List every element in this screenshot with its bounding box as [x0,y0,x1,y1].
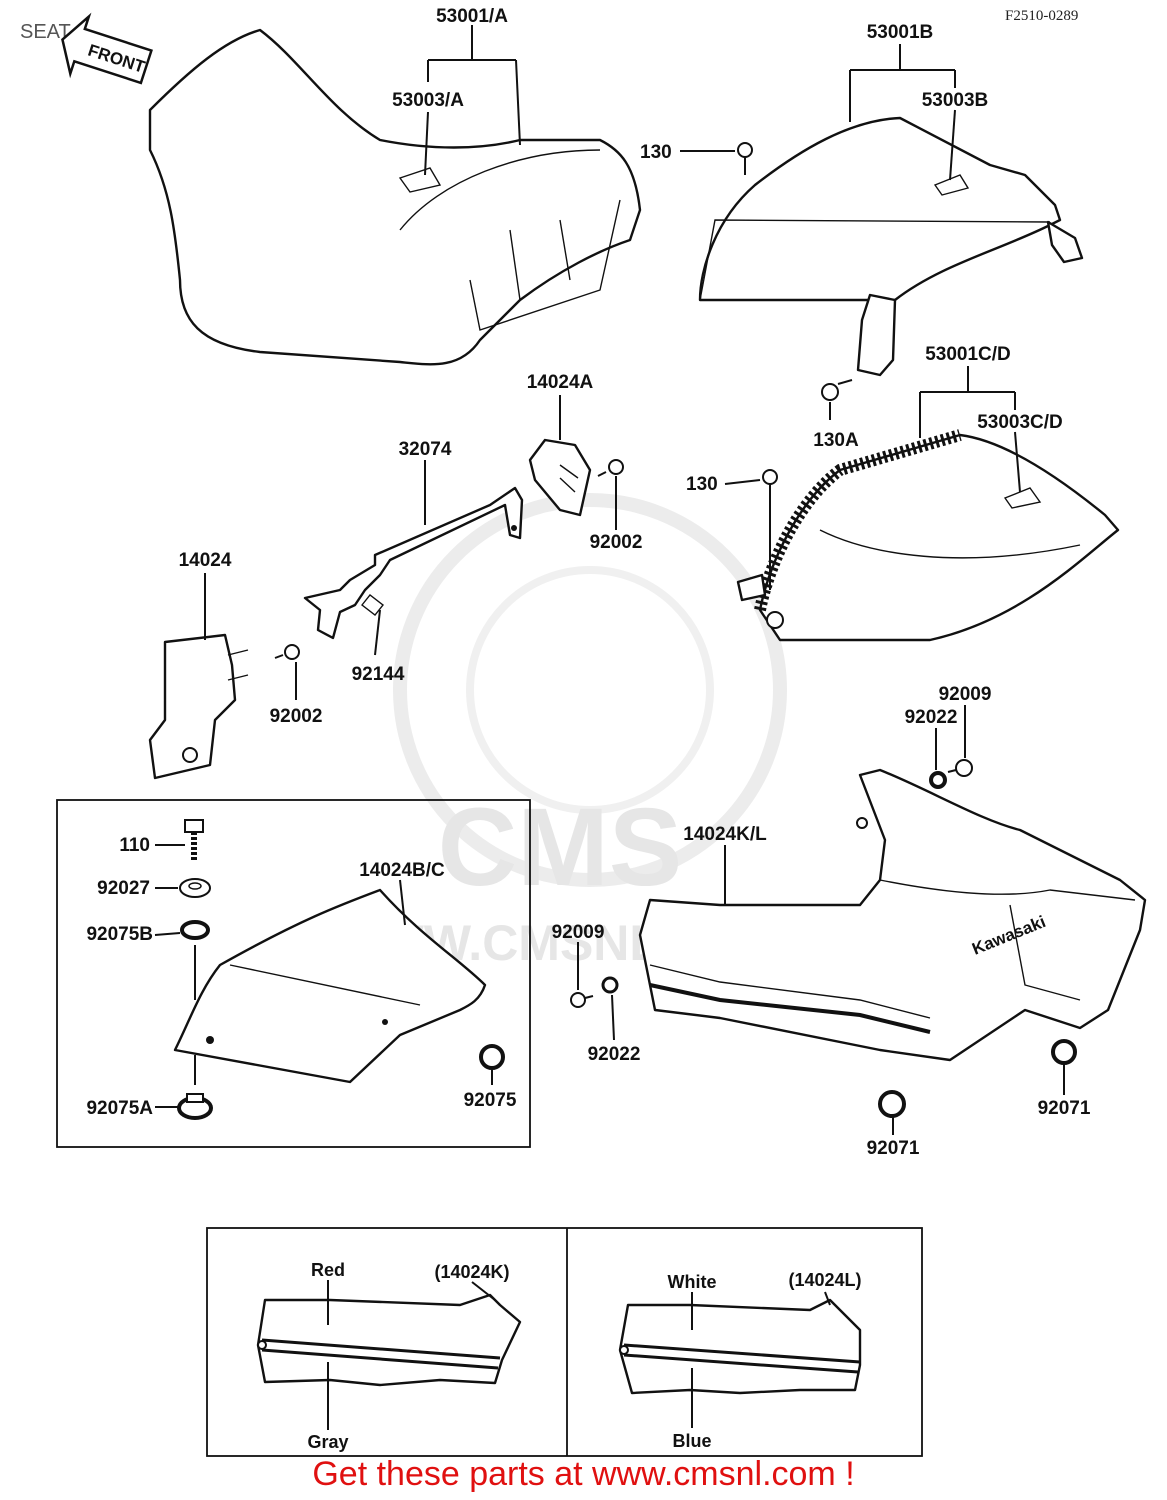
washer-92022-lower [601,976,619,994]
variant-right-part: (14024L) [788,1270,861,1290]
callout-53001B [680,44,956,181]
variant-left-top-color: Red [311,1260,345,1280]
label-14024: 14024 [179,550,232,571]
label-130-top: 130 [640,142,672,163]
label-53003A: 53003/A [392,90,464,111]
callout-14024 [204,573,297,700]
label-92022-upper: 92022 [905,707,958,728]
label-53001B: 53001B [867,22,934,43]
label-14024A: 14024A [527,372,594,393]
seat-53001B [698,116,1084,377]
nut-92071-right [1051,1039,1077,1065]
label-53003CD: 53003C/D [977,412,1063,433]
screw-92002-upper [597,459,624,477]
screw-92002-lower [274,644,300,660]
color-variants-box [206,1227,923,1457]
bracket-32074 [303,486,524,640]
label-92071-left: 92071 [867,1138,920,1159]
label-92002-upper: 92002 [590,532,643,553]
callout-14024KL [577,705,1065,1135]
callout-32074 [374,395,617,656]
bolt-92009-lower [570,992,594,1008]
variant-right-top-color: White [668,1272,717,1292]
clip-14024A [528,438,592,517]
label-92144: 92144 [352,664,405,685]
bolt-92009-upper [947,759,973,777]
label-92009-lower: 92009 [552,922,605,943]
label-110: 110 [119,835,150,856]
cover-14024 [148,633,249,780]
label-92022-lower: 92022 [588,1044,641,1065]
watermark: CMS WWW.CMSNL.COM [329,493,791,971]
nut-92075 [479,1044,505,1070]
label-32074: 32074 [399,439,452,460]
washer-92022-upper [929,771,947,789]
label-53003B: 53003B [922,90,989,111]
variant-14024L [618,1291,862,1428]
callout-53001A [424,25,521,176]
label-92075: 92075 [464,1090,517,1111]
label-53001A: 53001/A [436,6,508,27]
variant-right-bottom-color: Blue [672,1431,711,1451]
label-92002-lower: 92002 [270,706,323,727]
diagram-title: SEAT [20,21,71,43]
variant-left-bottom-color: Gray [307,1432,348,1452]
grommet-92075B [180,920,210,940]
tail-cover-14024KL: Kawasaki [638,768,1147,1062]
label-14024KL: 14024K/L [683,824,767,845]
bolt-130A [821,379,853,401]
variant-14024K [256,1280,522,1430]
variant-left-part: (14024K) [434,1262,509,1282]
label-92075B: 92075B [86,924,153,945]
seat-53001A [148,28,642,366]
cover-14024BC [173,888,487,1084]
label-92009-upper: 92009 [939,684,992,705]
grommet-92075A [177,1093,213,1120]
watermark-brand: CMS [438,786,682,909]
label-53001CD: 53001C/D [925,344,1011,365]
callout-53001CD [724,366,1021,493]
label-130-mid: 130 [686,474,718,495]
label-14024BC: 14024B/C [359,860,445,881]
nut-92071-left [878,1090,906,1118]
label-92071-right: 92071 [1038,1098,1091,1119]
seat-cowl-53001CD [736,429,1120,642]
drawing-code: F2510-0289 [1005,8,1078,24]
label-130A: 130A [813,430,859,451]
callout-14024BC [154,844,493,1108]
promo-banner-link[interactable]: Get these parts at www.cmsnl.com ! [312,1455,855,1493]
label-92075A: 92075A [86,1098,153,1119]
group-box-14024BC [56,799,531,1148]
bolt-110 [184,819,204,860]
label-92027: 92027 [97,878,150,899]
washer-92027 [179,878,211,898]
